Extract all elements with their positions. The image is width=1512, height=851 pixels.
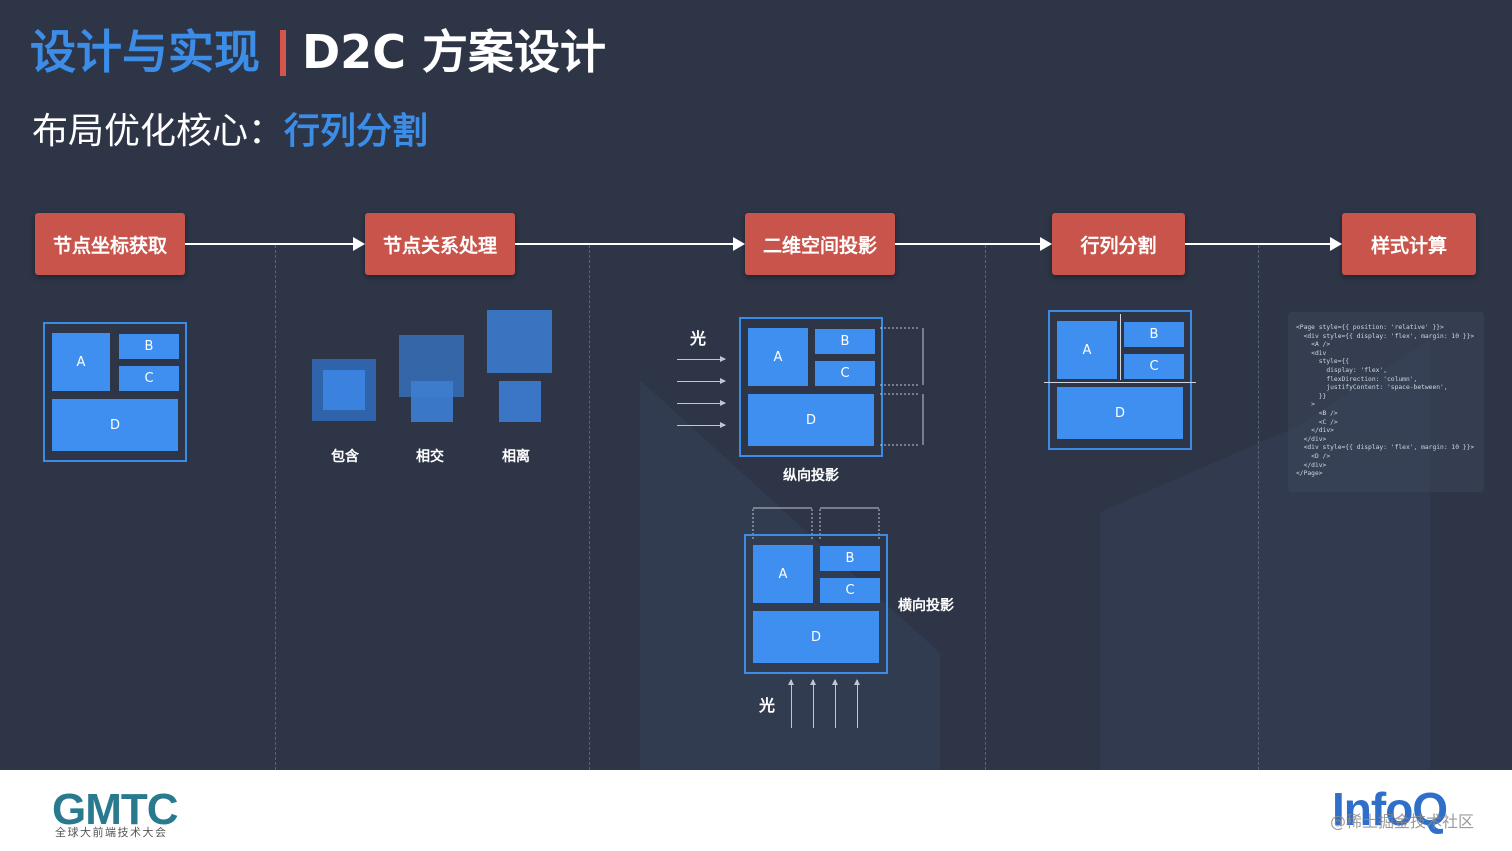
block-d: D <box>748 394 874 446</box>
column-split-line <box>1120 314 1121 380</box>
block-c: C <box>119 366 179 391</box>
step-style-calculation: 样式计算 <box>1342 213 1476 275</box>
label-intersect: 相交 <box>416 449 444 465</box>
flow-arrow-2 <box>515 237 745 251</box>
light-ray-arrow <box>677 356 726 362</box>
column-divider-2 <box>589 245 590 770</box>
light-ray-arrow <box>854 679 860 728</box>
layout-frame-split: A B C D <box>1044 310 1196 450</box>
layout-frame-horizontal: A B C D <box>744 534 888 674</box>
subtitle-prefix: 布局优化核心： <box>32 111 285 152</box>
separate-box-2 <box>499 381 541 422</box>
intersect-box-2 <box>411 381 453 422</box>
block-b: B <box>820 546 880 571</box>
column-divider-1 <box>275 245 276 770</box>
layout-frame-stage1: A B C D <box>43 322 187 462</box>
column-divider-3 <box>985 245 986 770</box>
step-node-coordinates: 节点坐标获取 <box>35 213 185 275</box>
light-label-left: 光 <box>690 329 707 348</box>
light-ray-arrow <box>832 679 838 728</box>
watermark: @稀土掘金技术社区 <box>1330 812 1475 831</box>
block-c: C <box>815 361 875 386</box>
block-c: C <box>1124 354 1184 379</box>
contain-inner-box <box>323 370 365 410</box>
flow-arrow-1 <box>185 237 365 251</box>
label-contain: 包含 <box>331 449 359 465</box>
light-ray-arrow <box>810 679 816 728</box>
title-divider <box>280 30 286 76</box>
block-d: D <box>753 611 879 663</box>
block-a: A <box>52 333 110 391</box>
separate-box-1 <box>487 310 552 373</box>
layout-frame-vertical: A B C D <box>739 317 883 457</box>
vertical-projection-guides <box>880 327 924 446</box>
step-2d-projection: 二维空间投影 <box>745 213 895 275</box>
light-ray-arrow <box>677 422 726 428</box>
block-c: C <box>820 578 880 603</box>
gmtc-subtitle: 全球大前端技术大会 <box>55 826 168 839</box>
block-a: A <box>1057 321 1117 379</box>
block-d: D <box>1057 387 1183 439</box>
block-a: A <box>753 545 813 603</box>
block-a: A <box>748 328 808 386</box>
page-title: 设计与实现 D2C 方案设计 <box>30 16 606 82</box>
flow-arrow-3 <box>895 237 1052 251</box>
infoq-logo: InfoQ <box>1332 783 1448 835</box>
block-d: D <box>52 399 178 451</box>
block-b: B <box>119 334 179 359</box>
column-divider-4 <box>1258 245 1259 770</box>
row-split-line <box>1044 382 1196 383</box>
gmtc-logo: GMTC <box>52 785 179 834</box>
subtitle-accent: 行列分割 <box>284 111 429 152</box>
generated-code: <Page style={{ position: 'relative' }}> … <box>1288 312 1484 492</box>
title-main: D2C 方案设计 <box>302 25 606 79</box>
label-separate: 相离 <box>502 449 530 465</box>
step-row-column-split: 行列分割 <box>1052 213 1185 275</box>
light-ray-arrow <box>788 679 794 728</box>
subtitle: 布局优化核心：行列分割 <box>32 102 428 154</box>
light-label-bottom: 光 <box>759 696 776 715</box>
light-ray-arrow <box>677 378 726 384</box>
vertical-projection-caption: 纵向投影 <box>783 468 839 484</box>
block-b: B <box>1124 322 1184 347</box>
flow-arrow-4 <box>1185 237 1342 251</box>
step-node-relations: 节点关系处理 <box>365 213 515 275</box>
title-accent: 设计与实现 <box>30 25 260 79</box>
horizontal-projection-caption: 横向投影 <box>898 598 954 614</box>
light-ray-arrow <box>677 400 726 406</box>
footer <box>0 770 1512 851</box>
block-b: B <box>815 329 875 354</box>
